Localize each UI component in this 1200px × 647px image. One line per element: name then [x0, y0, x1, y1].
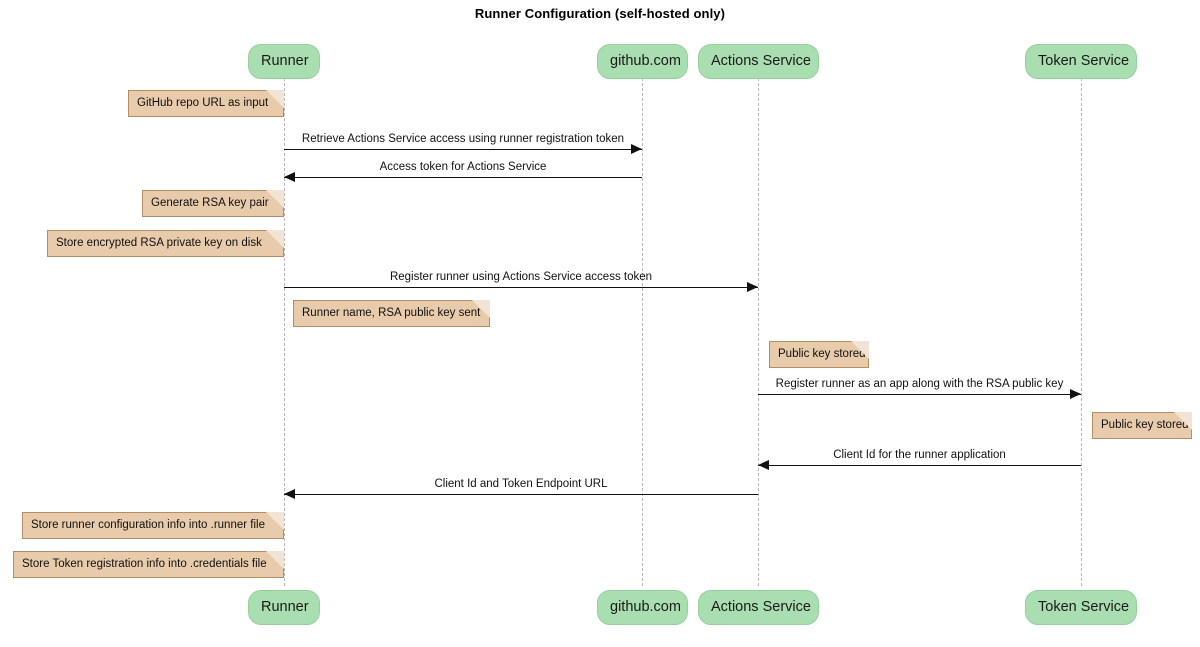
- message-arrowhead-m4: [1070, 389, 1081, 400]
- participant-runner-top[interactable]: Runner: [248, 44, 320, 79]
- message-label-m3: Register runner using Actions Service ac…: [389, 271, 653, 283]
- participant-github-bottom[interactable]: github.com: [597, 590, 688, 625]
- message-label-m1: Retrieve Actions Service access using ru…: [301, 133, 625, 145]
- note-n5: Public key stored: [769, 341, 869, 368]
- participant-github-top[interactable]: github.com: [597, 44, 688, 79]
- message-label-m2: Access token for Actions Service: [379, 161, 547, 173]
- message-line-m6: [284, 494, 758, 495]
- message-label-m6: Client Id and Token Endpoint URL: [434, 478, 608, 490]
- diagram-title: Runner Configuration (self-hosted only): [474, 6, 726, 21]
- message-line-m3: [284, 287, 758, 288]
- lifeline-github: [642, 78, 643, 586]
- participant-runner-bottom[interactable]: Runner: [248, 590, 320, 625]
- participant-token-top[interactable]: Token Service: [1025, 44, 1137, 79]
- note-n7: Store runner configuration info into .ru…: [22, 512, 284, 539]
- lifeline-actions: [758, 78, 759, 586]
- message-arrowhead-m1: [631, 144, 642, 155]
- participant-token-bottom[interactable]: Token Service: [1025, 590, 1137, 625]
- participant-actions-bottom[interactable]: Actions Service: [698, 590, 819, 625]
- note-n3: Store encrypted RSA private key on disk: [47, 230, 284, 257]
- message-arrowhead-m5: [758, 460, 769, 471]
- lifeline-runner: [284, 78, 285, 586]
- message-label-m4: Register runner as an app along with the…: [775, 378, 1064, 390]
- message-arrowhead-m2: [284, 172, 295, 183]
- message-line-m1: [284, 149, 642, 150]
- note-n8: Store Token registration info into .cred…: [13, 551, 284, 578]
- participant-actions-top[interactable]: Actions Service: [698, 44, 819, 79]
- message-arrowhead-m6: [284, 489, 295, 500]
- note-n1: GitHub repo URL as input: [128, 90, 284, 117]
- lifeline-token: [1081, 78, 1082, 586]
- note-n2: Generate RSA key pair: [142, 190, 284, 217]
- note-n6: Public key stored: [1092, 412, 1192, 439]
- note-n4: Runner name, RSA public key sent: [293, 300, 490, 327]
- message-line-m4: [758, 394, 1081, 395]
- message-line-m5: [758, 465, 1081, 466]
- message-label-m5: Client Id for the runner application: [833, 449, 1006, 461]
- message-arrowhead-m3: [747, 282, 758, 293]
- message-line-m2: [284, 177, 642, 178]
